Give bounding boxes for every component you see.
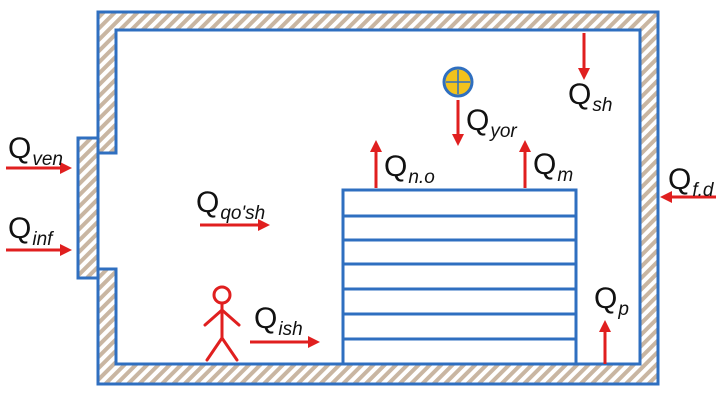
- label-q-p: Qp: [594, 282, 629, 320]
- label-q-qosh: Qqo'sh: [196, 186, 266, 224]
- label-q-sh: Qsh: [568, 78, 613, 116]
- arrow-fd: [660, 191, 716, 203]
- arrow-qosh: [200, 219, 270, 231]
- product-stack: [341, 188, 578, 366]
- label-q-inf: Qinf: [8, 212, 53, 250]
- arrow-ish: [250, 336, 320, 348]
- arrow-ven: [6, 162, 72, 174]
- arrow-sh: [578, 33, 590, 80]
- insulated-wall: [96, 10, 660, 386]
- label-q-ven: Qven: [8, 132, 63, 170]
- person-icon: [203, 285, 241, 362]
- arrow-m: [519, 140, 531, 188]
- label-q-yor: Qyor: [466, 104, 517, 142]
- label-q-ish: Qish: [254, 302, 303, 340]
- label-q-fd: Qf.d: [668, 163, 714, 201]
- light-bulb-icon: [442, 66, 474, 98]
- arrow-inf: [6, 244, 72, 256]
- wall-opening-frame: [76, 136, 100, 280]
- label-q-no: Qn.o: [384, 150, 435, 188]
- arrow-p: [599, 320, 611, 364]
- arrow-yor: [452, 100, 464, 146]
- arrow-no: [370, 140, 382, 188]
- label-q-m: Qm: [533, 148, 574, 186]
